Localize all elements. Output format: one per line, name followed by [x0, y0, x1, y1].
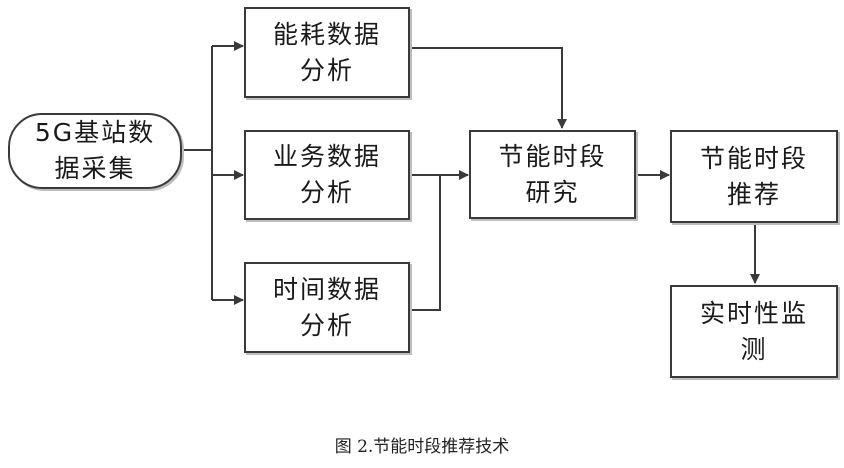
node-5g-data-collection: 5G基站数 据采集	[8, 113, 182, 189]
node-business-data-analysis: 业务数据 分析	[244, 130, 410, 220]
node-energy-saving-period-research: 节能时段 研究	[469, 130, 636, 219]
node-time-data-analysis: 时间数据 分析	[244, 262, 410, 353]
edge-energy-research	[410, 47, 567, 129]
node-energy-saving-period-recommendation: 节能时段 推荐	[670, 130, 838, 223]
figure-caption: 图 2.节能时段推荐技术	[334, 437, 510, 457]
edge-time-merge	[410, 175, 441, 311]
node-realtime-monitoring: 实时性监 测	[670, 285, 838, 378]
node-energy-data-analysis: 能耗数据 分析	[244, 7, 410, 98]
